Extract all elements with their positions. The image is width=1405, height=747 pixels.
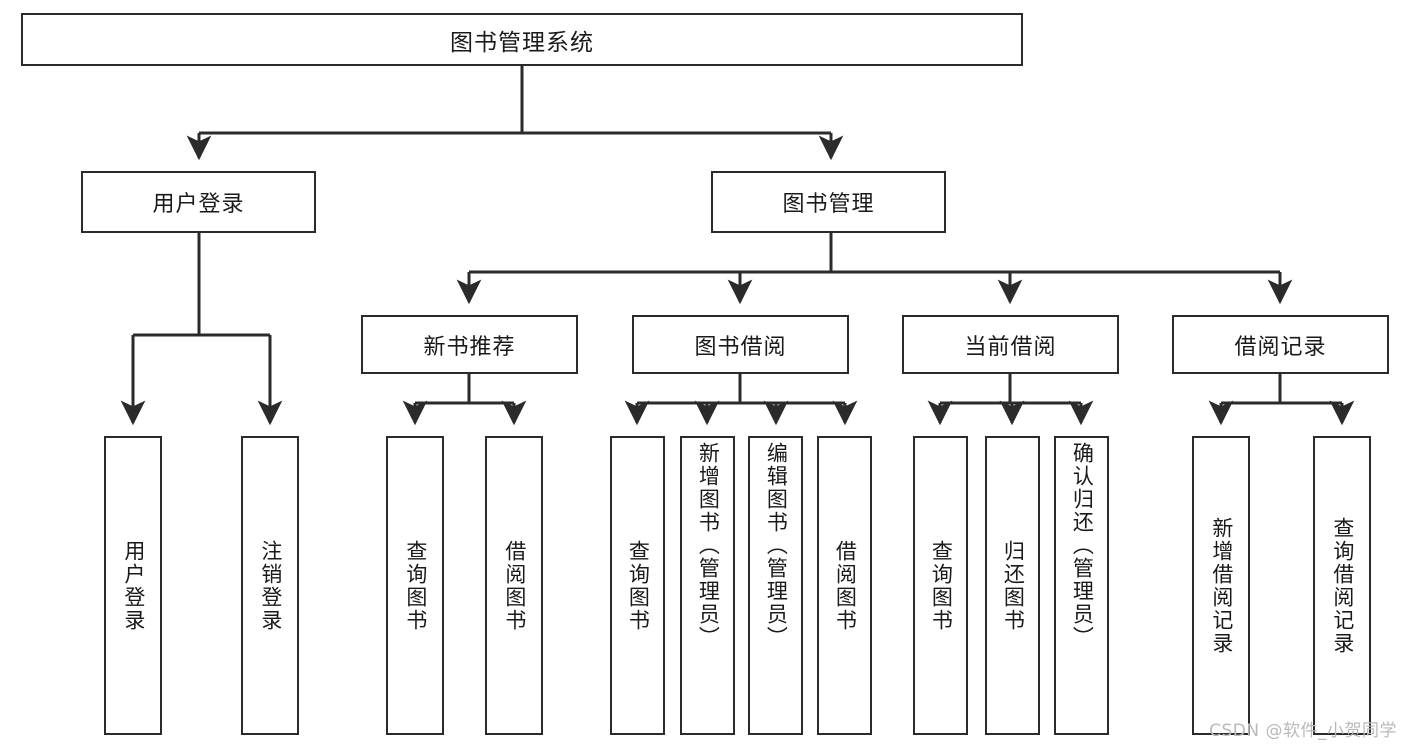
- node-leaf-label: 查询图书: [403, 539, 428, 632]
- node-level3-borrow-records[interactable]: 借阅记录: [1172, 315, 1389, 374]
- node-level3-new-book-recommend[interactable]: 新书推荐: [361, 315, 578, 374]
- node-leaf-label: 新增图书（管理员）: [696, 442, 721, 649]
- node-leaf-label: 归还图书: [1001, 539, 1026, 632]
- node-leaf-label: 查询借阅记录: [1330, 516, 1355, 655]
- node-leaf-query-books-recommend[interactable]: 查询图书: [386, 436, 444, 735]
- node-leaf-borrow-book[interactable]: 借阅图书: [817, 436, 872, 735]
- node-leaf-label: 借阅图书: [833, 539, 858, 632]
- node-leaf-query-books-borrow[interactable]: 查询图书: [610, 436, 665, 735]
- node-leaf-return-book[interactable]: 归还图书: [985, 436, 1040, 735]
- node-leaf-query-books-current[interactable]: 查询图书: [913, 436, 968, 735]
- node-leaf-borrow-books-recommend[interactable]: 借阅图书: [485, 436, 543, 735]
- node-leaf-label: 编辑图书（管理员）: [764, 442, 789, 649]
- node-leaf-label: 确认归还（管理员）: [1070, 442, 1095, 649]
- node-leaf-label: 用户登录: [121, 539, 146, 632]
- node-level2-book-management[interactable]: 图书管理: [711, 171, 946, 233]
- node-leaf-confirm-return-admin[interactable]: 确认归还（管理员）: [1054, 436, 1109, 735]
- node-root[interactable]: 图书管理系统: [21, 13, 1023, 66]
- node-leaf-label: 查询图书: [929, 539, 954, 632]
- watermark: CSDN @软件_小贺同学: [1209, 721, 1397, 741]
- node-leaf-label: 注销登录: [258, 539, 283, 632]
- node-level3-book-borrow[interactable]: 图书借阅: [632, 315, 849, 374]
- node-leaf-label: 借阅图书: [502, 539, 527, 632]
- node-leaf-logout[interactable]: 注销登录: [241, 436, 299, 735]
- node-leaf-edit-book-admin[interactable]: 编辑图书（管理员）: [748, 436, 803, 735]
- node-leaf-add-book-admin[interactable]: 新增图书（管理员）: [680, 436, 735, 735]
- node-leaf-label: 新增借阅记录: [1209, 516, 1234, 655]
- node-level3-current-borrow[interactable]: 当前借阅: [902, 315, 1119, 374]
- node-leaf-query-borrow-record[interactable]: 查询借阅记录: [1313, 436, 1371, 735]
- node-leaf-label: 查询图书: [626, 539, 651, 632]
- node-level2-user-login[interactable]: 用户登录: [81, 171, 316, 233]
- node-leaf-add-borrow-record[interactable]: 新增借阅记录: [1192, 436, 1250, 735]
- node-leaf-user-login[interactable]: 用户登录: [104, 436, 162, 735]
